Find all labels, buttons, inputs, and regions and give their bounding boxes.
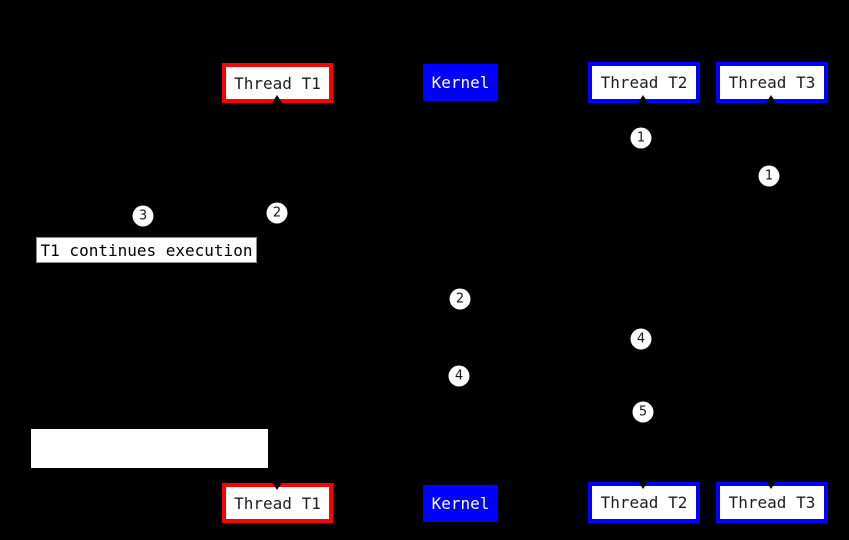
thread-t2-label-top: Thread T2 — [600, 73, 688, 92]
kernel-box-top: Kernel — [423, 64, 498, 101]
thread-t3-label-bottom: Thread T3 — [728, 493, 816, 512]
step-marker: 4 — [630, 328, 652, 350]
annotation-text: T1 continues execution — [40, 240, 253, 260]
thread-t1-label-bottom: Thread T1 — [234, 493, 321, 513]
kernel-box-bottom: Kernel — [423, 485, 498, 522]
arrowhead-notch-icon — [638, 95, 648, 103]
step-marker: 1 — [630, 127, 652, 149]
kernel-label-top: Kernel — [431, 73, 490, 92]
blank-label-box — [31, 429, 268, 468]
thread-t1-label-top: Thread T1 — [234, 73, 321, 93]
step-marker: 4 — [448, 365, 470, 387]
arrowhead-notch-icon — [766, 95, 776, 103]
step-marker: 1 — [758, 165, 780, 187]
thread-t3-label-top: Thread T3 — [728, 73, 816, 92]
arrowhead-notch-icon — [272, 482, 282, 490]
t1-continues-execution-label: T1 continues execution — [36, 237, 257, 263]
step-marker: 2 — [266, 202, 288, 224]
arrowhead-notch-icon — [272, 95, 282, 103]
thread-t2-label-bottom: Thread T2 — [600, 493, 688, 512]
kernel-label-bottom: Kernel — [431, 494, 490, 513]
step-marker: 5 — [632, 401, 654, 423]
step-marker: 2 — [449, 288, 471, 310]
arrowhead-notch-icon — [638, 481, 648, 489]
arrowhead-notch-icon — [766, 481, 776, 489]
step-marker: 3 — [132, 205, 154, 227]
